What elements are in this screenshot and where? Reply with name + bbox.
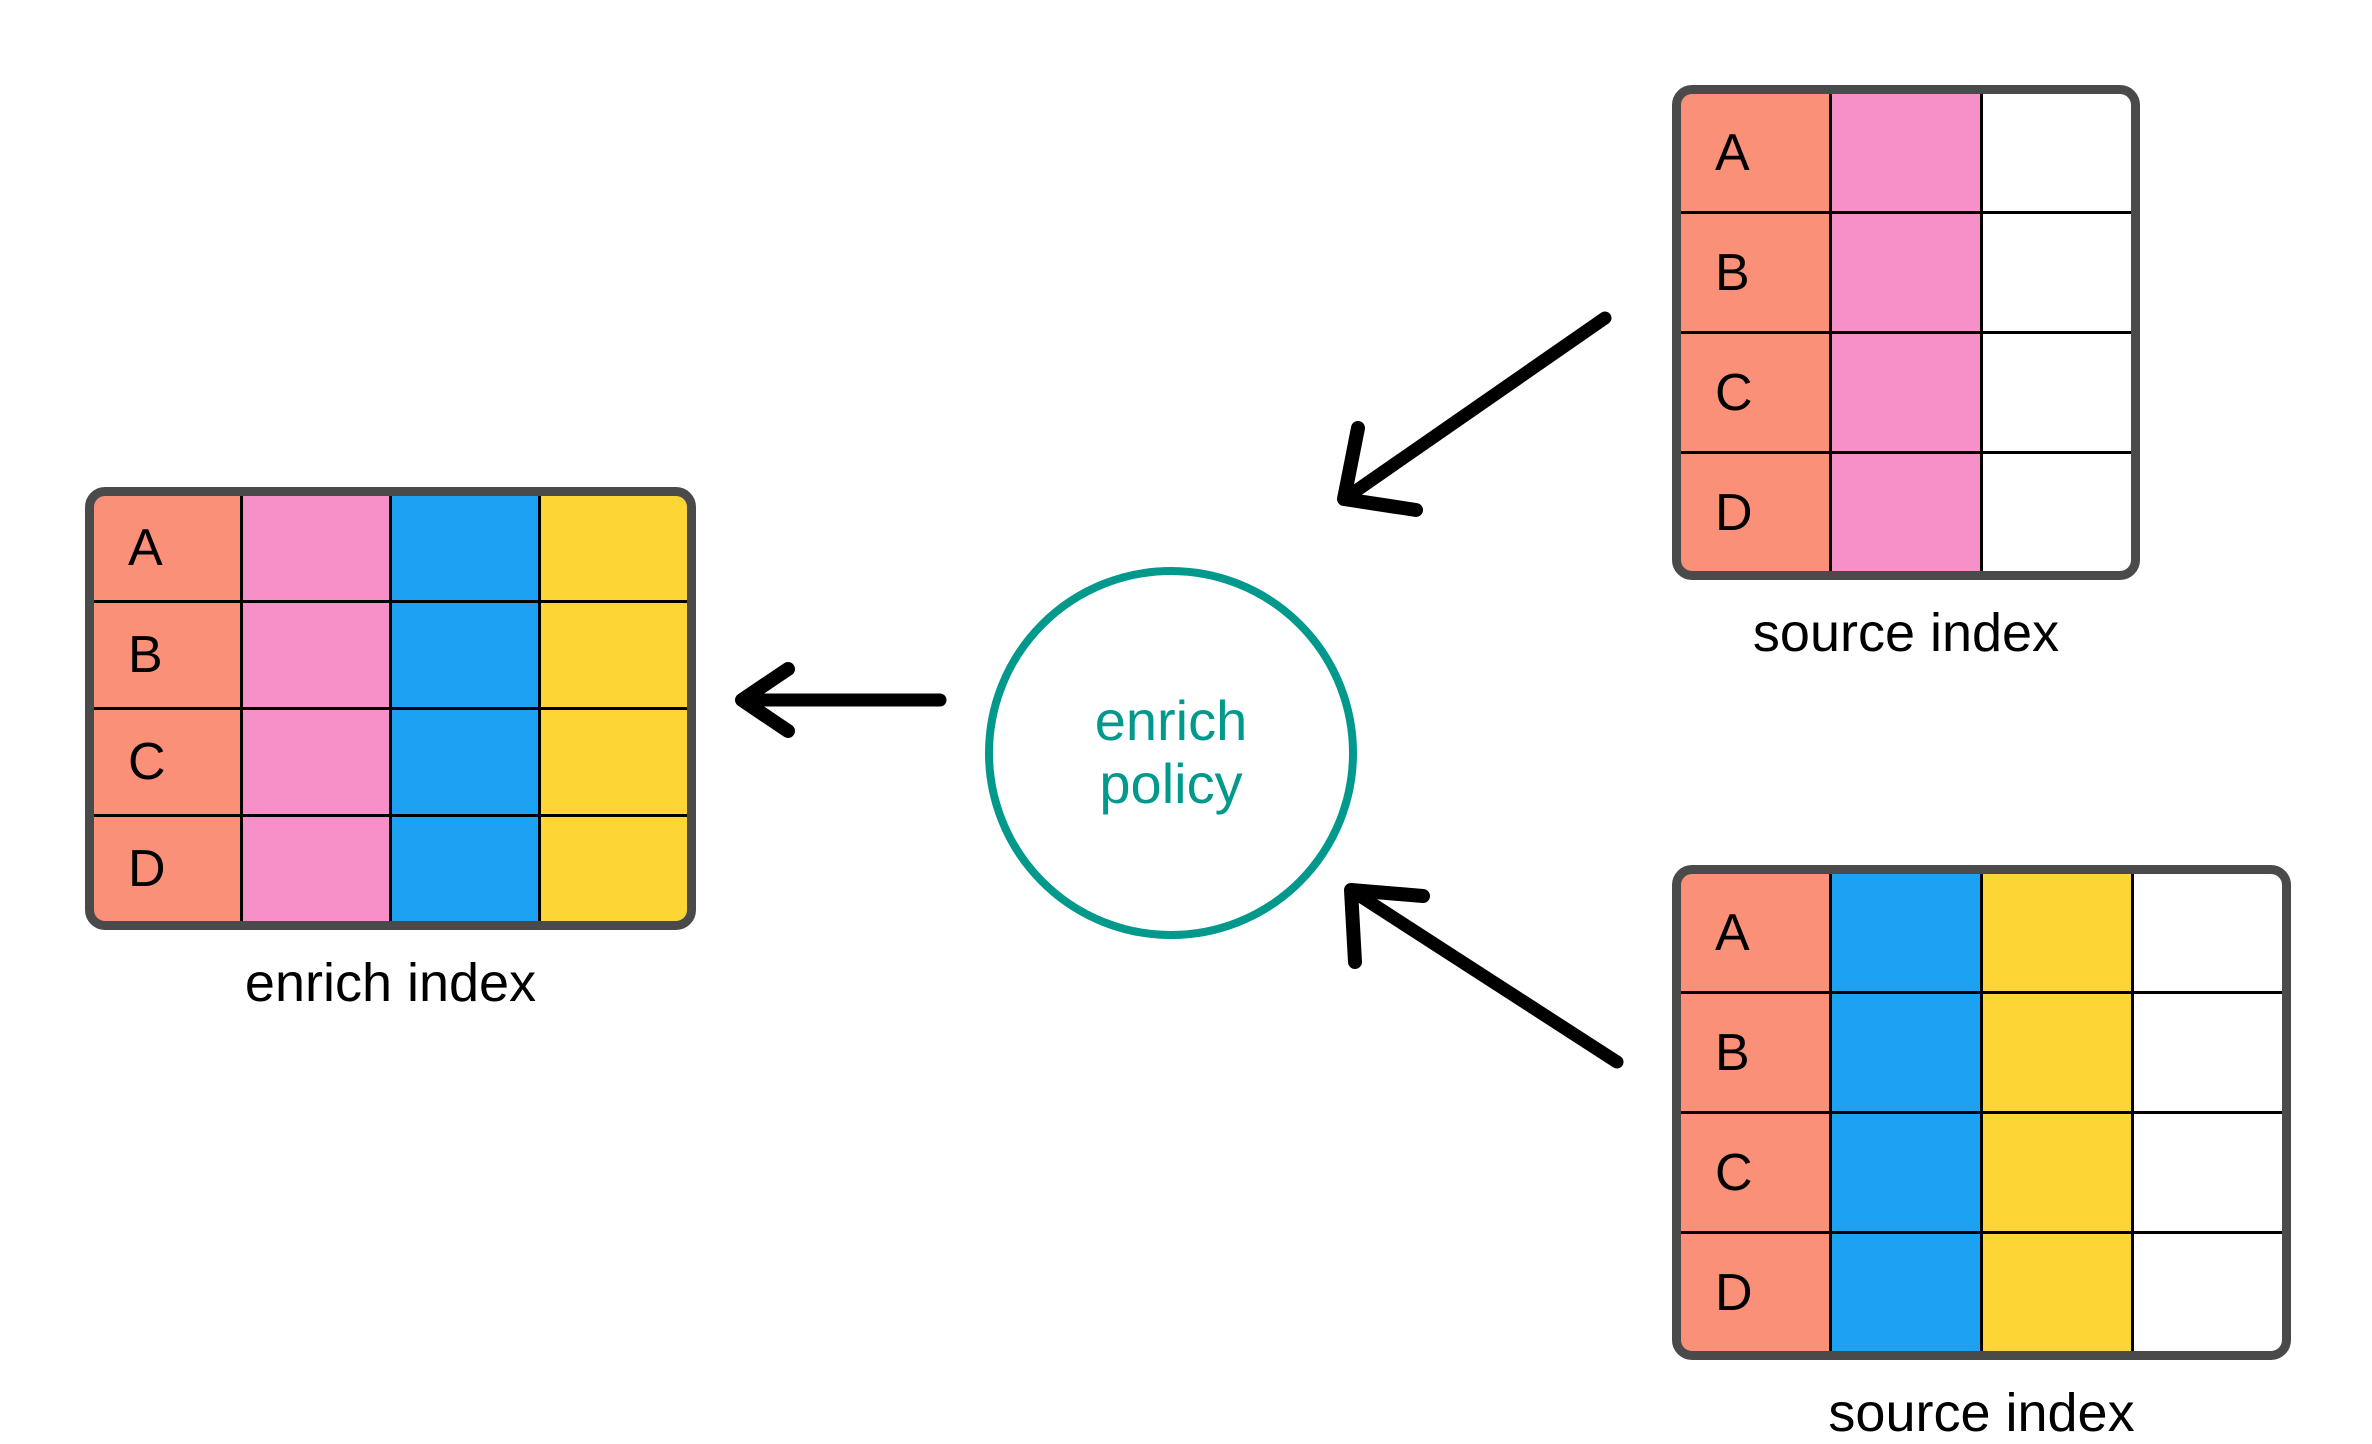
table-cell-field-empty <box>2134 1234 2282 1351</box>
table-cell-field-yellow <box>1983 994 2131 1111</box>
arrow-policy-to-enrich-index <box>735 662 947 738</box>
table-cell-field-yellow <box>1983 874 2131 991</box>
table-cell-field-blue <box>1832 1114 1980 1231</box>
arrow-shaft <box>1350 887 1624 1069</box>
table-cell-field-empty <box>2134 994 2282 1111</box>
table-cell-field-empty <box>2134 1114 2282 1231</box>
arrow-head <box>1337 421 1423 517</box>
table-cell-field-blue <box>1832 1234 1980 1351</box>
arrow-source-top-to-policy <box>1337 311 1612 517</box>
table-row-key-cell: C <box>1681 334 1829 451</box>
enrich-policy-label: enrich policy <box>1095 690 1248 815</box>
table-cell-field-yellow <box>541 603 687 707</box>
table-cell-field-blue <box>1832 874 1980 991</box>
table-cell-field-yellow <box>541 817 687 921</box>
table-row-key-cell: C <box>1681 1114 1829 1231</box>
table-cell-field-pink <box>1832 454 1980 571</box>
table-cell-field-pink <box>243 496 389 600</box>
table-row-key-cell: A <box>94 496 240 600</box>
table-cell-field-pink <box>1832 94 1980 211</box>
table-cell-field-pink <box>243 603 389 707</box>
table-row-key-cell: B <box>94 603 240 707</box>
table-cell-field-yellow <box>1983 1234 2131 1351</box>
arrow-head <box>1344 883 1430 969</box>
table-cell-field-pink <box>1832 214 1980 331</box>
table-cell-field-yellow <box>541 710 687 814</box>
table-cell-field-empty <box>2134 874 2282 991</box>
arrow-source-bottom-to-policy <box>1344 883 1624 1069</box>
enrich-policy-label-line1: enrich <box>1094 689 1248 753</box>
table-row-key-cell: A <box>1681 94 1829 211</box>
table-cell-field-empty <box>1983 454 2131 571</box>
table-cell-field-empty <box>1983 214 2131 331</box>
table-cell-field-blue <box>392 496 538 600</box>
table-row-key-cell: B <box>1681 994 1829 1111</box>
table-cell-field-blue <box>392 817 538 921</box>
table-row-key-cell: A <box>1681 874 1829 991</box>
table-row-key-cell: B <box>1681 214 1829 331</box>
table-cell-field-blue <box>1832 994 1980 1111</box>
table-cell-field-yellow <box>1983 1114 2131 1231</box>
enrich-index-caption: enrich index <box>244 953 537 1013</box>
enrich-policy-node[interactable]: enrich policy <box>985 567 1357 939</box>
table-cell-field-empty <box>1983 94 2131 211</box>
table-cell-field-pink <box>243 817 389 921</box>
table-cell-field-yellow <box>541 496 687 600</box>
source-index-top-caption: source index <box>1752 603 2060 663</box>
table-row-key-cell: D <box>1681 1234 1829 1351</box>
table-cell-field-blue <box>392 710 538 814</box>
table-cell-field-empty <box>1983 334 2131 451</box>
table-row-key-cell: C <box>94 710 240 814</box>
table-row-key-cell: D <box>1681 454 1829 571</box>
arrow-head <box>735 662 795 738</box>
table-cell-field-blue <box>392 603 538 707</box>
table-cell-field-pink <box>243 710 389 814</box>
enrich-policy-label-line2: policy <box>1099 752 1243 815</box>
table-cell-field-pink <box>1832 334 1980 451</box>
table-row-key-cell: D <box>94 817 240 921</box>
arrow-shaft <box>1343 311 1612 502</box>
source-index-bottom-caption: source index <box>1828 1383 2135 1443</box>
